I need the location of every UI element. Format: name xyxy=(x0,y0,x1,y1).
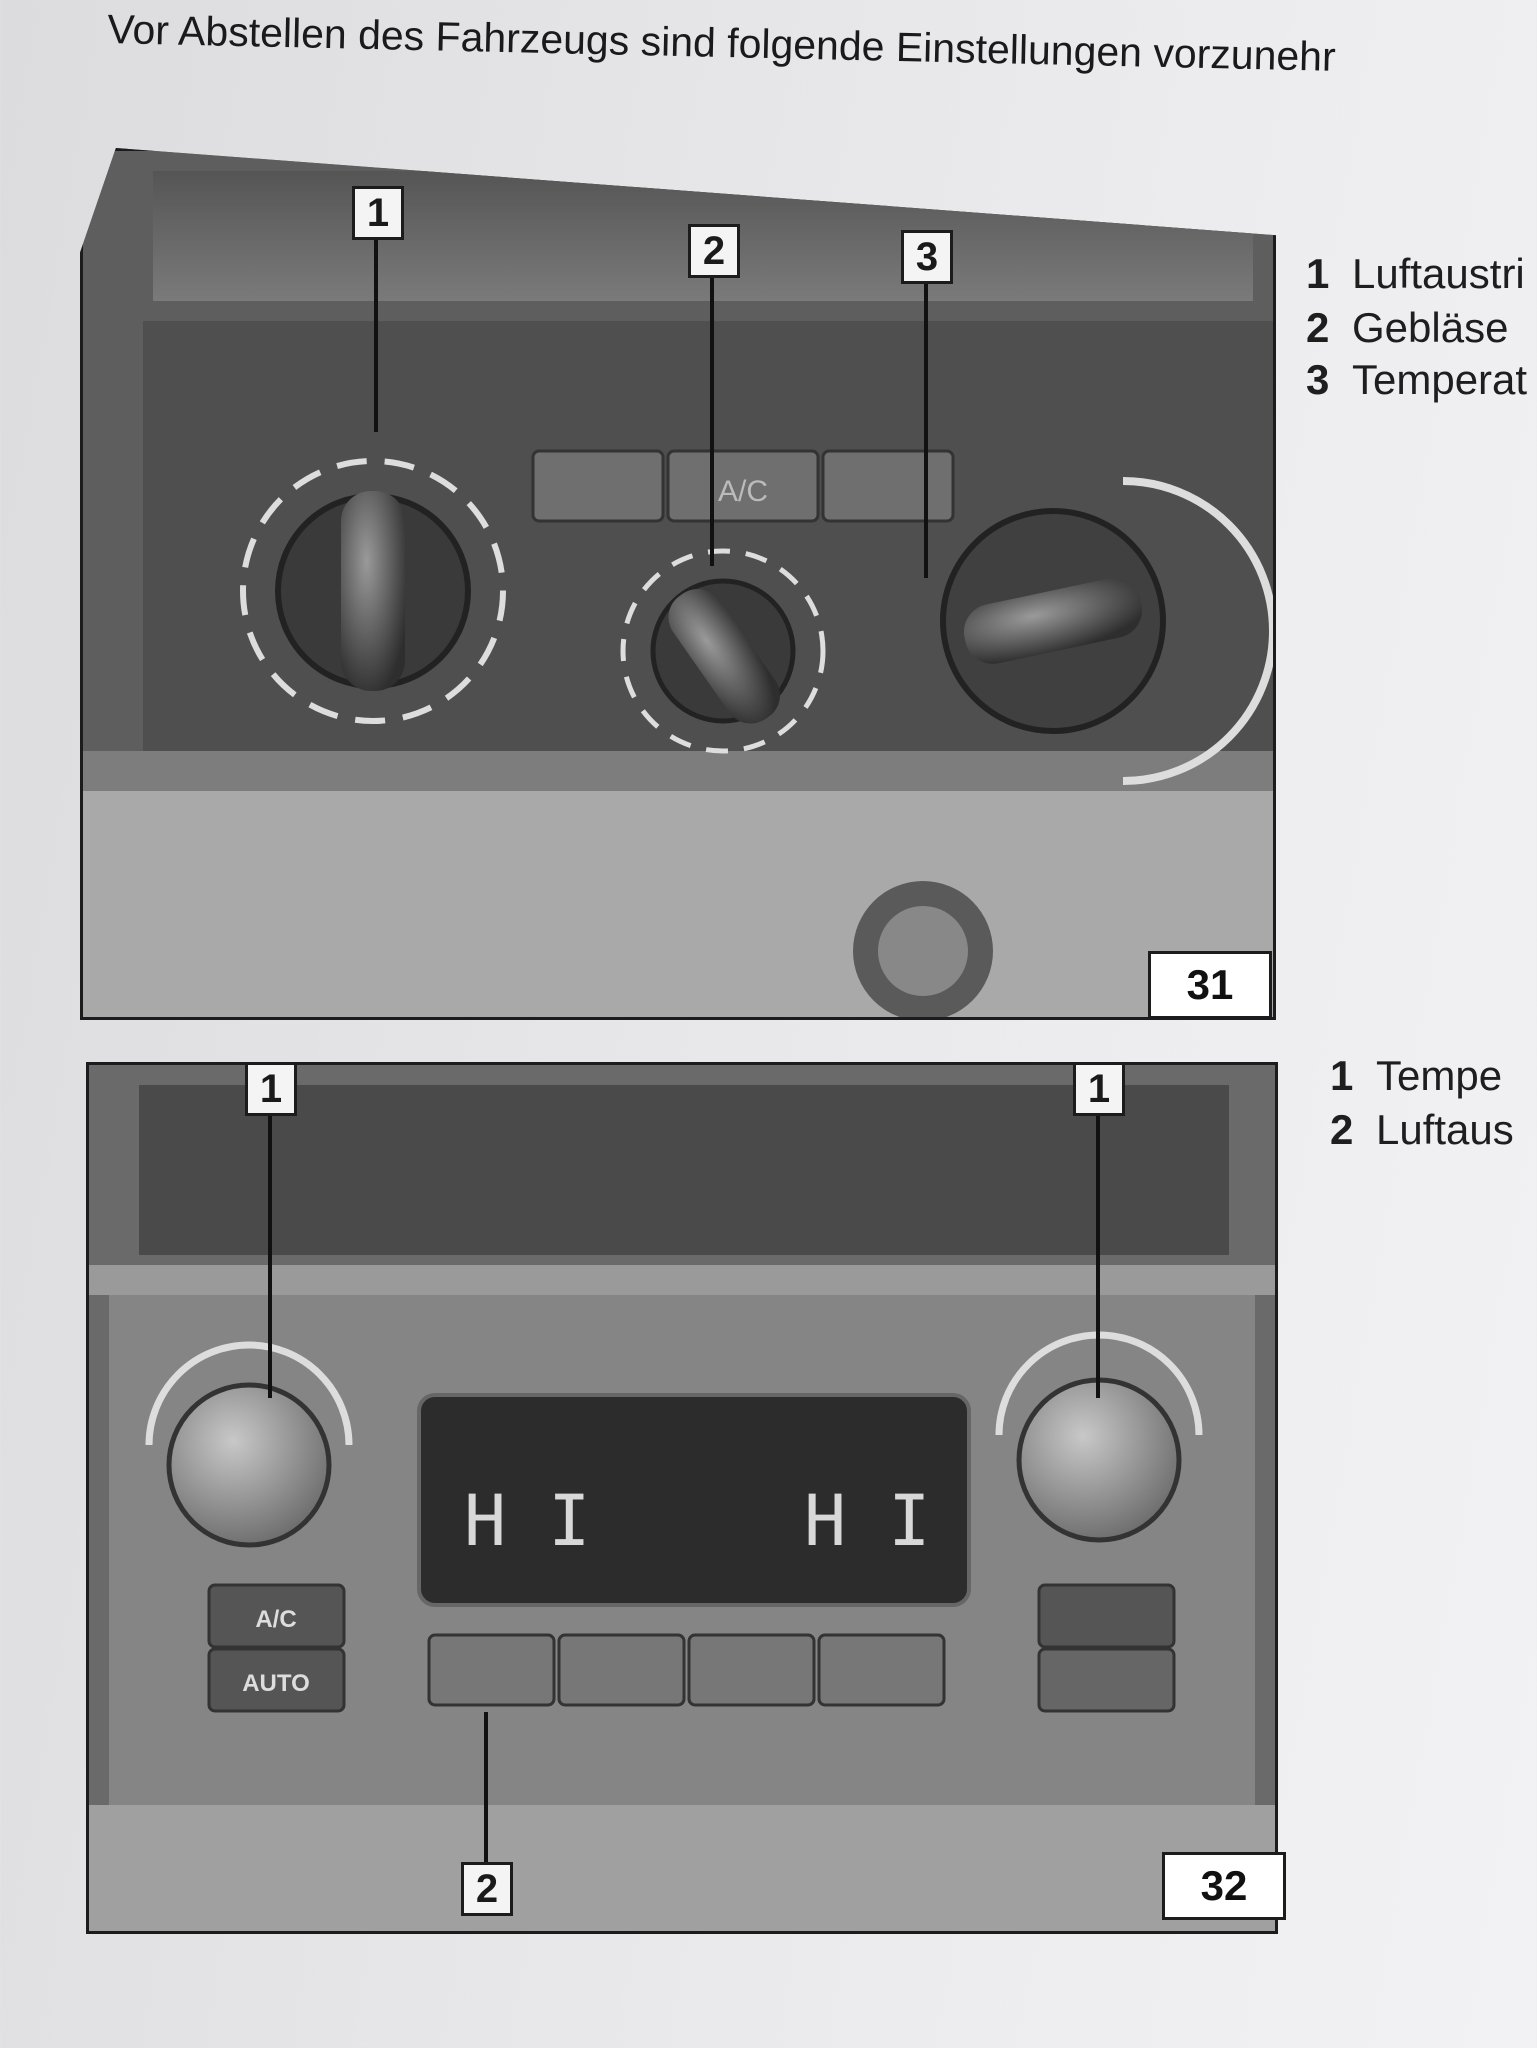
ac-button-label: A/C xyxy=(255,1606,296,1633)
ac-button-label: A/C xyxy=(718,475,768,508)
callout-31-3-leader xyxy=(924,282,928,578)
display-left-value: H I xyxy=(464,1480,590,1562)
callout-31-2-leader xyxy=(710,276,714,566)
figure-31-manual-climate-panel: A/C xyxy=(80,148,1276,1020)
callout-32-1b-leader xyxy=(1096,1112,1100,1398)
figure-number-32: 32 xyxy=(1162,1852,1286,1920)
callout-31-3: 3 xyxy=(901,230,953,284)
callout-31-1: 1 xyxy=(352,186,404,240)
auto-button-label: AUTO xyxy=(242,1670,310,1697)
figure-number-31: 31 xyxy=(1148,951,1272,1019)
callout-32-1a-leader xyxy=(268,1112,272,1398)
figure-32-automatic-climate-panel: H I H I A/C AUTO xyxy=(86,1062,1278,1934)
figure-31-photo: A/C xyxy=(83,151,1273,1017)
callout-31-1-leader xyxy=(374,238,378,432)
callout-32-2-leader xyxy=(484,1712,488,1862)
callout-32-1a: 1 xyxy=(245,1062,297,1116)
figure-32-photo: H I H I A/C AUTO xyxy=(89,1065,1275,1931)
callout-32-2: 2 xyxy=(461,1862,513,1916)
callout-31-2: 2 xyxy=(688,224,740,278)
display-right-value: H I xyxy=(804,1480,930,1562)
callout-32-1b: 1 xyxy=(1073,1062,1125,1116)
page-heading: Vor Abstellen des Fahrzeugs sind folgend… xyxy=(106,6,1337,80)
